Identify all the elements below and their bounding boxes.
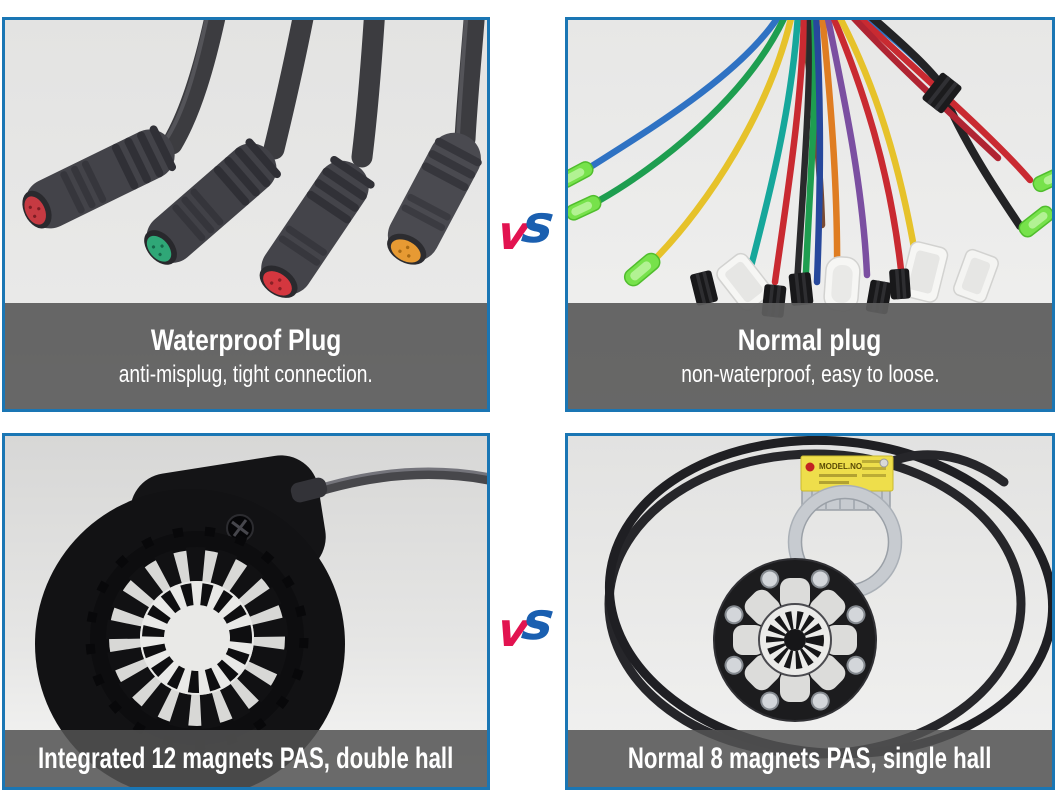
caption-text: Integrated 12 magnets PAS, double hall <box>38 741 454 775</box>
disc-center-star <box>758 603 832 677</box>
caption-text: Normal 8 magnets PAS, single hall <box>628 741 992 775</box>
white-connector-1 <box>716 252 772 312</box>
hall-sensor-bracket: MODEL.NO <box>787 455 903 600</box>
bullet-terminal-3 <box>623 252 661 287</box>
waterproof-connector-red-2 <box>259 155 375 298</box>
panel-normal-plug: Normal plug non-waterproof, easy to loos… <box>565 17 1055 412</box>
bullet-terminal-4 <box>1018 205 1052 238</box>
waterproof-connector-green <box>144 138 281 265</box>
cable-highlights <box>165 20 469 140</box>
bullet-terminal-2 <box>568 194 602 221</box>
vs-letter-s: s <box>518 592 558 653</box>
panel-normal-pas: MODEL.NO <box>565 433 1055 790</box>
panel-waterproof-plug: Waterproof Plug anti-misplug, tight conn… <box>2 17 490 412</box>
bullet-terminal-1 <box>568 161 594 188</box>
waterproof-connector-red-1 <box>22 125 177 229</box>
caption-title: Waterproof Plug <box>150 323 342 357</box>
caption-waterproof-plug: Waterproof Plug anti-misplug, tight conn… <box>5 303 487 409</box>
jst-connector-1 <box>690 270 718 306</box>
sensor-label-text: MODEL.NO <box>819 462 862 471</box>
waterproof-connector-orange <box>387 132 482 265</box>
caption-normal-pas: Normal 8 magnets PAS, single hall <box>568 730 1052 787</box>
panel-integrated-pas: Integrated 12 magnets PAS, double hall <box>2 433 490 790</box>
caption-integrated-pas: Integrated 12 magnets PAS, double hall <box>5 730 487 787</box>
caption-subtitle: non-waterproof, easy to loose. <box>680 360 940 388</box>
disc-magnets <box>724 569 866 711</box>
jst-connector-3 <box>788 272 814 306</box>
caption-subtitle: anti-misplug, tight connection. <box>118 360 373 388</box>
magnet-disc <box>713 558 877 722</box>
cables-group <box>161 20 485 168</box>
integrated-pas-photo <box>5 436 487 787</box>
vs-letter-s: s <box>518 195 558 256</box>
label-red-dot <box>805 462 815 472</box>
white-connector-2 <box>823 256 861 312</box>
caption-title: Normal plug <box>738 323 882 357</box>
caption-normal-plug: Normal plug non-waterproof, easy to loos… <box>568 303 1052 409</box>
jst-connector-topright <box>922 72 962 114</box>
bullet-terminal-5 <box>1032 166 1052 193</box>
jst-connector-5 <box>889 268 911 300</box>
white-connector-3 <box>899 241 949 303</box>
magnet-gear-ring <box>85 526 309 750</box>
white-connector-4 <box>953 248 999 304</box>
